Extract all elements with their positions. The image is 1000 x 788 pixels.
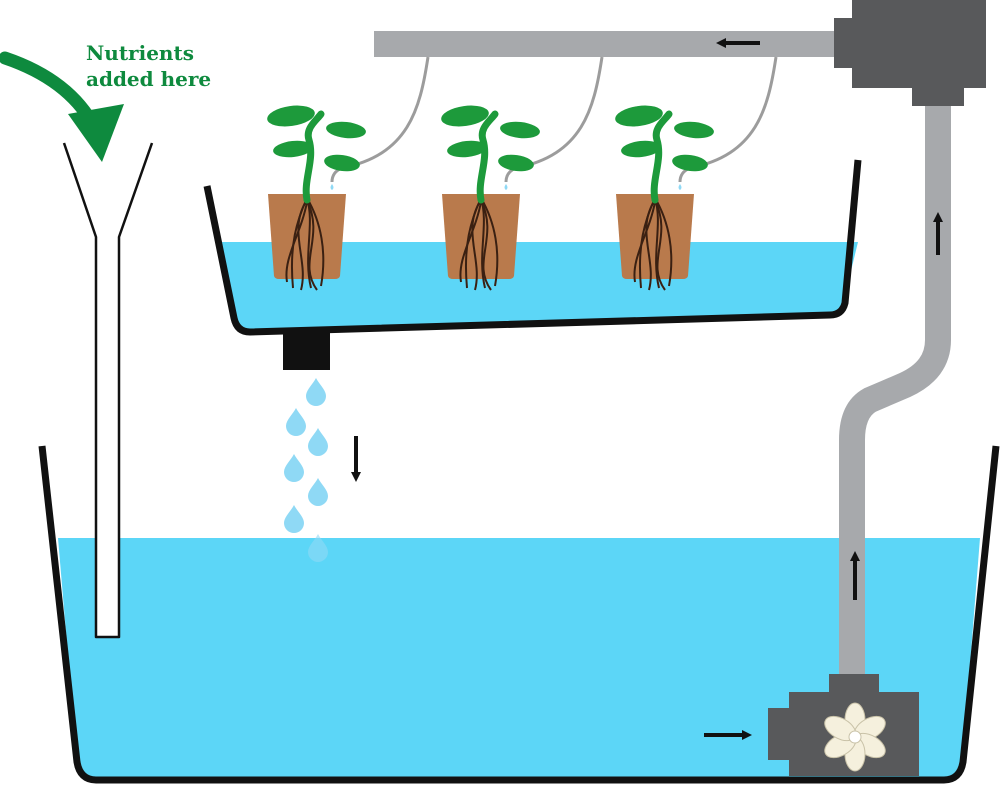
plant-roots (459, 197, 499, 291)
plant-leaf (498, 154, 534, 172)
plant-leaf (615, 105, 663, 127)
water-droplet (308, 428, 328, 456)
tray-drain (283, 330, 330, 370)
flow-arrows (351, 38, 943, 740)
plant-pot (442, 194, 520, 279)
water-droplet (308, 478, 328, 506)
plant-leaf (500, 121, 540, 139)
plant-1 (267, 105, 366, 291)
reservoir-water (58, 538, 980, 778)
plant-stem (302, 110, 325, 204)
drip-line (678, 56, 778, 183)
water-droplet (284, 454, 304, 482)
drip-droplet (504, 184, 508, 190)
drip-lines (330, 56, 778, 183)
plant-stem (650, 110, 673, 204)
water-droplet (308, 534, 328, 562)
plant-leaf (267, 105, 315, 127)
pipe-elbow-connector (834, 0, 986, 106)
plant-leaf (441, 105, 489, 127)
grow-tray (203, 159, 862, 336)
water-droplet (306, 378, 326, 406)
plants (267, 105, 714, 291)
drip-droplet (678, 184, 682, 190)
plant-leaf (273, 140, 313, 158)
plant-leaf (326, 121, 366, 139)
falling-water-droplets (284, 378, 328, 562)
plant-leaf (672, 154, 708, 172)
plant-3 (615, 105, 714, 291)
plant-stem (476, 110, 499, 204)
annotation-line-2: added here (86, 67, 212, 91)
nutrient-funnel (62, 142, 154, 639)
plant-pot (268, 194, 346, 279)
pump-impeller-icon (824, 702, 886, 772)
drip-line (504, 56, 604, 183)
plant-roots (285, 197, 325, 291)
annotation-line-1: Nutrients (86, 41, 194, 65)
riser-pipe (839, 102, 951, 690)
plant-roots (633, 197, 673, 291)
nutrient-arrowhead (68, 104, 124, 162)
reservoir-tank (38, 445, 1000, 784)
plant-pot (616, 194, 694, 279)
plant-leaf (447, 140, 487, 158)
plant-leaf (621, 140, 661, 158)
drip-line (330, 56, 430, 183)
water-droplet (284, 505, 304, 533)
drip-droplet (330, 184, 334, 190)
plant-2 (441, 105, 540, 291)
plant-leaf (324, 154, 360, 172)
water-droplet (286, 408, 306, 436)
supply-pipe-top (374, 31, 840, 57)
impeller-hub (848, 730, 862, 744)
grow-tray-water (222, 242, 858, 330)
plant-leaf (674, 121, 714, 139)
